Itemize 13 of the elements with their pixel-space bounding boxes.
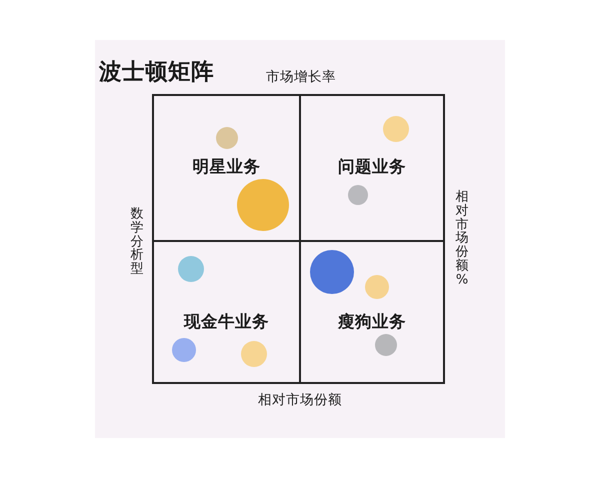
- quadrant-label: 现金牛业务: [184, 312, 269, 332]
- axis-label: 相对市场份额%: [455, 190, 469, 288]
- axis-label: 相对市场份额: [258, 392, 342, 408]
- quadrant-box: [152, 94, 301, 242]
- quadrant-label: 问题业务: [338, 157, 406, 177]
- quadrant-box: [299, 94, 445, 242]
- axis-label: 数学分析型: [130, 208, 144, 276]
- quadrant-label: 明星业务: [192, 157, 260, 177]
- quadrant-label: 瘦狗业务: [338, 312, 406, 332]
- title: 波士顿矩阵: [99, 58, 214, 86]
- axis-label: 市场增长率: [266, 69, 336, 85]
- quadrant-box: [152, 240, 301, 384]
- quadrant-box: [299, 240, 445, 384]
